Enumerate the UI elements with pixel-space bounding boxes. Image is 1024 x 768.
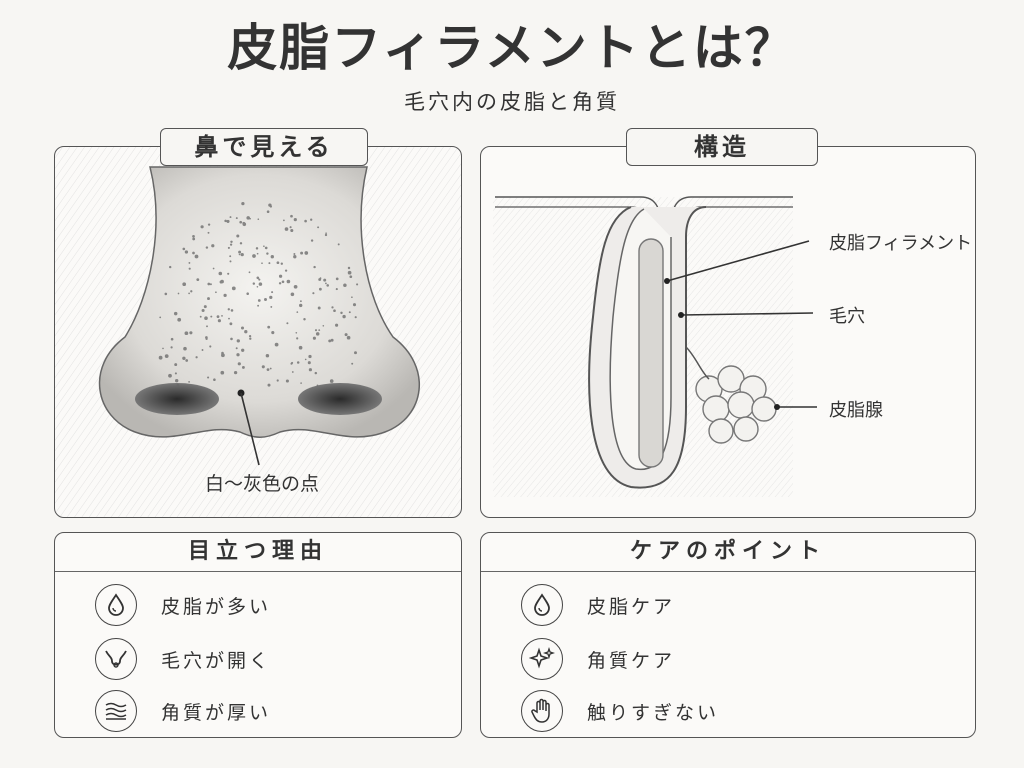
point-label: 白〜灰色の点 — [205, 473, 320, 495]
list-item: 触りすぎない — [521, 689, 719, 733]
list-item: 角質が厚い — [95, 689, 271, 733]
list-item-label: 触りすぎない — [587, 701, 720, 724]
list-item: 角質ケア — [521, 637, 675, 681]
reasons-box: 目立つ理由 皮脂が多い 毛穴が開く 角質が厚い — [54, 532, 462, 738]
nose-illustration — [55, 147, 461, 517]
skin-layers-icon — [95, 690, 137, 732]
droplet-icon — [95, 584, 137, 626]
list-item-label: 角質ケア — [587, 649, 676, 672]
list-item-label: 毛穴が開く — [161, 649, 272, 672]
gland-label: 皮脂腺 — [829, 400, 883, 421]
filament-label: 皮脂フィラメント — [829, 233, 973, 254]
care-box: ケアのポイント 皮脂ケア 角質ケア 触りすぎない — [480, 532, 976, 738]
nose-panel-tab: 鼻で見える — [160, 128, 368, 166]
page-subtitle: 毛穴内の皮脂と角質 — [404, 90, 620, 114]
list-item: 皮脂が多い — [95, 583, 271, 627]
list-item-label: 皮脂ケア — [587, 595, 676, 618]
list-item: 皮脂ケア — [521, 583, 675, 627]
nose-panel: 白〜灰色の点 — [54, 146, 462, 518]
reasons-heading: 目立つ理由 — [55, 533, 461, 572]
hand-icon — [521, 690, 563, 732]
structure-panel: 皮脂フィラメント 毛穴 皮脂腺 — [480, 146, 976, 518]
list-item: 毛穴が開く — [95, 637, 271, 681]
pore-structure-diagram — [493, 196, 817, 497]
open-pore-icon — [95, 638, 137, 680]
structure-panel-tab: 構造 — [626, 128, 818, 166]
sparkle-icon — [521, 638, 563, 680]
droplet-icon — [521, 584, 563, 626]
care-heading: ケアのポイント — [481, 533, 975, 572]
list-item-label: 角質が厚い — [161, 701, 272, 724]
list-item-label: 皮脂が多い — [161, 595, 272, 618]
pore-label: 毛穴 — [829, 306, 865, 327]
page-title: 皮脂フィラメントとは？ — [227, 19, 797, 77]
